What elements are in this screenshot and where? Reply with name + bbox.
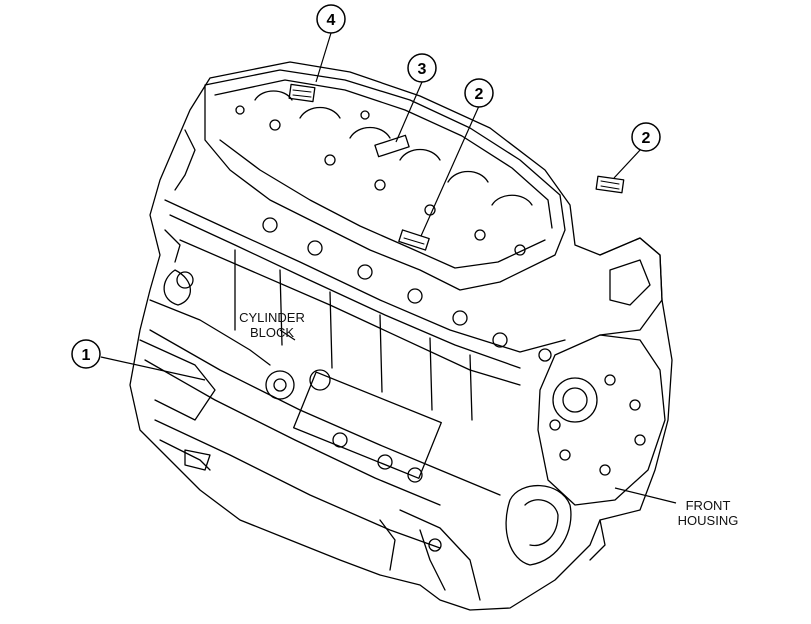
leader-2b — [613, 148, 642, 179]
leader-cylinder-block — [279, 329, 296, 341]
front-housing-line1: FRONT — [686, 498, 731, 513]
leader-front-housing — [614, 487, 677, 504]
leader-2a — [420, 105, 480, 237]
cylinder-block-line1: CYLINDER — [239, 310, 305, 325]
callout-4: 4 — [316, 4, 346, 34]
front-housing-line2: HOUSING — [678, 513, 739, 528]
svg-text:3: 3 — [418, 61, 427, 78]
svg-text:1: 1 — [82, 347, 91, 364]
callout-1: 1 — [71, 339, 101, 369]
label-front-housing: FRONT HOUSING — [678, 498, 739, 528]
leader-1 — [100, 356, 206, 381]
cylinder-block-line2: BLOCK — [250, 325, 294, 340]
label-cylinder-block: CYLINDER BLOCK — [239, 310, 305, 340]
callout-2-cover: 2 — [464, 78, 494, 108]
leader-4 — [315, 32, 332, 83]
engine-illustration — [129, 61, 673, 611]
leader-lines — [100, 32, 677, 504]
svg-text:2: 2 — [475, 86, 484, 103]
svg-text:2: 2 — [642, 130, 651, 147]
leader-3 — [395, 81, 423, 143]
svg-text:4: 4 — [327, 12, 336, 29]
callout-2-side: 2 — [631, 122, 661, 152]
callout-3: 3 — [407, 53, 437, 83]
